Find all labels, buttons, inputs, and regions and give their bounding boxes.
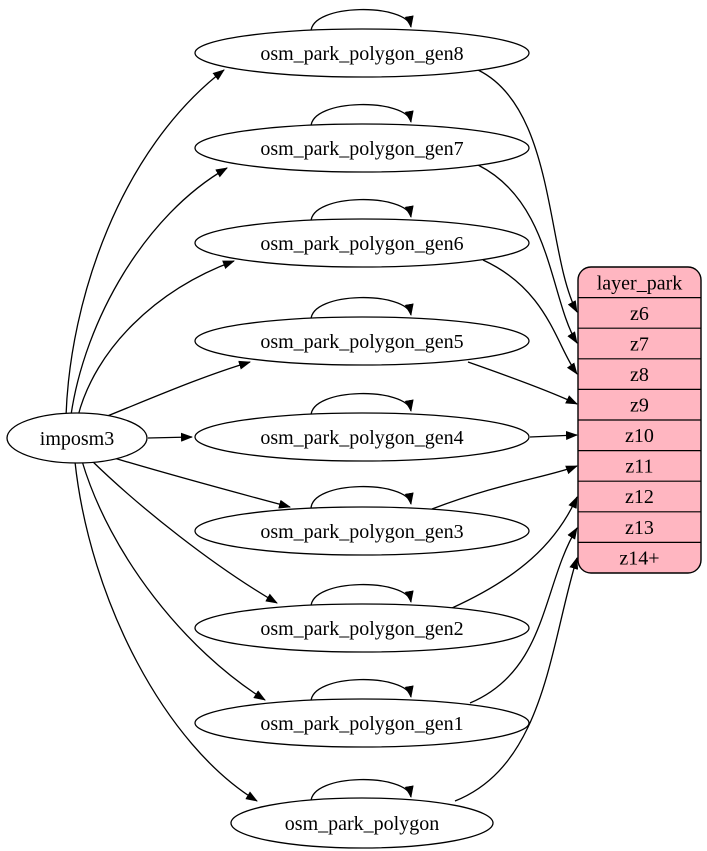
node-osm-park-polygon-gen2: osm_park_polygon_gen2: [194, 603, 530, 653]
table-label: osm_park_polygon_gen2: [260, 618, 463, 640]
edge-imposm3-to-gen1: [81, 460, 266, 701]
edge-gen8-to-z6: [477, 69, 578, 313]
table-label: osm_park_polygon_gen4: [260, 427, 463, 449]
edge-gen1-to-z13: [469, 527, 578, 704]
imposm3-ellipse: [6, 412, 148, 464]
layer-park-title: layer_park: [597, 273, 683, 295]
edge-polygon-to-z14plus: [454, 557, 579, 802]
zoom-row-z7: z7: [630, 334, 649, 356]
edge-imposm3-to-gen7: [70, 167, 228, 416]
node-osm-park-polygon-gen1: osm_park_polygon_gen1: [194, 698, 530, 748]
table-ellipse: [194, 123, 530, 173]
table-ellipse: [194, 603, 530, 653]
node-osm-park-polygon-gen6: osm_park_polygon_gen6: [194, 218, 530, 268]
edge-imposm3-to-gen3: [103, 454, 291, 509]
zoom-row-z10: z10: [625, 425, 654, 447]
self-loop-polygon: [310, 778, 414, 803]
self-loop-gen8: [310, 8, 414, 33]
table-label: osm_park_polygon_gen6: [260, 233, 463, 255]
node-osm-park-polygon-gen4: osm_park_polygon_gen4: [194, 412, 530, 462]
zoom-row-z13: z13: [625, 517, 654, 539]
table-label: osm_park_polygon_gen5: [260, 331, 463, 353]
self-loop-gen1: [310, 678, 414, 703]
edge-gen7-to-z7: [477, 164, 578, 344]
edge-imposm3-to-gen2: [89, 458, 278, 604]
edges-imposm3-to-tables: [65, 69, 291, 802]
edge-gen3-to-z11: [431, 465, 578, 510]
table-label: osm_park_polygon_gen7: [260, 138, 463, 160]
edge-gen5-to-z9: [467, 361, 578, 405]
zoom-row-z8: z8: [630, 364, 649, 386]
table-ellipse: [194, 316, 530, 366]
edge-gen2-to-z12: [451, 496, 578, 609]
table-label: osm_park_polygon_gen3: [260, 521, 463, 543]
table-label: osm_park_polygon: [285, 813, 439, 835]
edge-imposm3-to-gen6: [77, 260, 235, 417]
table-label: osm_park_polygon_gen8: [260, 43, 463, 65]
node-osm-park-polygon-gen8: osm_park_polygon_gen8: [194, 28, 530, 78]
self-loop-gen6: [310, 198, 414, 223]
table-ellipse: [230, 797, 494, 849]
table-ellipse: [194, 218, 530, 268]
table-ellipse: [194, 412, 530, 462]
node-layer-park: layer_park z6 z7 z8 z9 z10 z11 z12 z13 z…: [577, 266, 702, 574]
edge-gen4-to-z10: [529, 430, 578, 440]
table-ellipse: [194, 506, 530, 556]
edges-tables-to-layer: [431, 69, 579, 802]
self-loop-gen5: [310, 296, 414, 321]
self-loop-gen7: [310, 103, 414, 128]
zoom-row-z6: z6: [630, 303, 649, 325]
edge-imposm3-to-polygon: [74, 461, 258, 802]
node-osm-park-polygon: osm_park_polygon: [230, 797, 494, 849]
edge-gen6-to-z8: [482, 259, 578, 375]
edge-imposm3-to-gen4: [147, 432, 193, 442]
self-loop-gen3: [310, 485, 414, 510]
table-ellipse: [194, 698, 530, 748]
self-loop-edges: [310, 8, 414, 803]
zoom-row-z11: z11: [625, 456, 653, 478]
node-osm-park-polygon-gen3: osm_park_polygon_gen3: [194, 506, 530, 556]
self-loop-gen4: [310, 392, 414, 417]
node-osm-park-polygon-gen5: osm_park_polygon_gen5: [194, 316, 530, 366]
table-label: osm_park_polygon_gen1: [260, 713, 463, 735]
table-ellipse: [194, 28, 530, 78]
node-osm-park-polygon-gen7: osm_park_polygon_gen7: [194, 123, 530, 173]
edge-imposm3-to-gen5: [94, 360, 251, 422]
zoom-row-z9: z9: [630, 395, 649, 417]
edge-imposm3-to-gen8: [65, 69, 225, 417]
node-imposm3: imposm3: [6, 412, 148, 464]
self-loop-gen2: [310, 583, 414, 608]
zoom-row-z12: z12: [625, 486, 654, 508]
imposm3-label: imposm3: [40, 428, 114, 450]
zoom-row-z14plus: z14+: [619, 548, 659, 570]
